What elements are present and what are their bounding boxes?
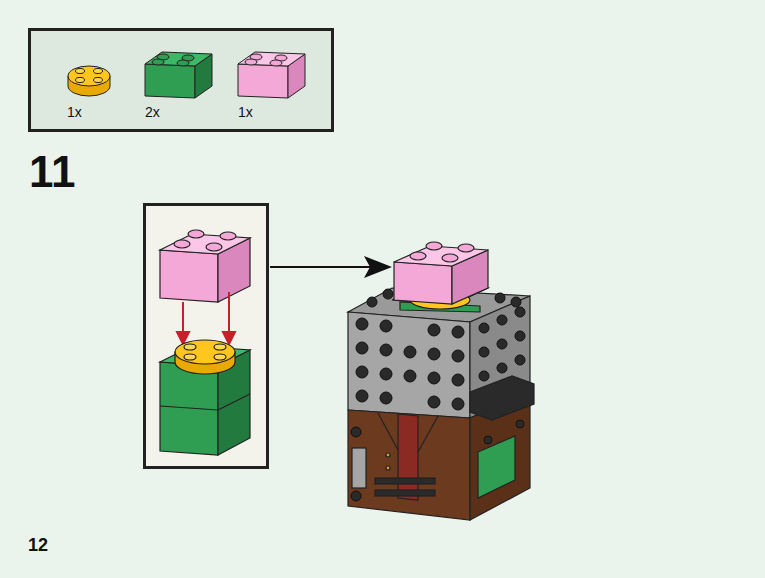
brick-head-model (348, 242, 534, 520)
substep-yellow-plate (175, 340, 235, 374)
part-count: 2x (145, 105, 160, 119)
model-studs (351, 289, 525, 501)
yellow-round-plate (68, 66, 110, 96)
part-count: 1x (238, 105, 253, 119)
substep-pink-brick (160, 230, 250, 302)
part-count: 1x (67, 105, 82, 119)
page-number: 12 (28, 536, 48, 554)
step-number: 11 (29, 150, 76, 194)
pink-brick (238, 52, 305, 98)
step-arrow (270, 256, 392, 278)
substep-panel (145, 205, 268, 468)
green-brick (145, 52, 212, 98)
red-arrows (177, 292, 235, 344)
parts-panel (30, 30, 333, 131)
